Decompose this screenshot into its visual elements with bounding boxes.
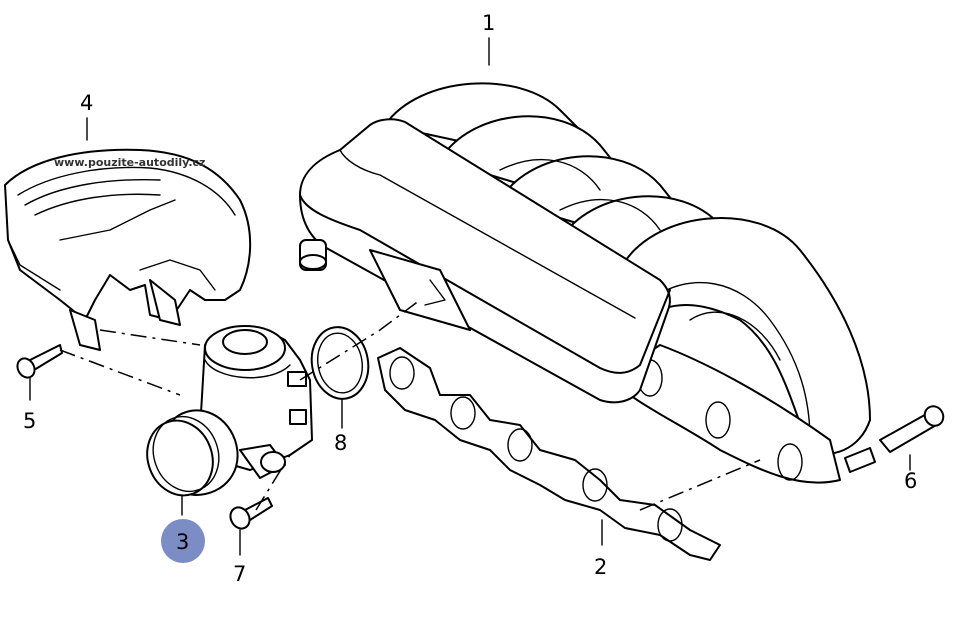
assembly-line-d: [255, 454, 291, 511]
intake-manifold: [299, 37, 871, 484]
bolt-7: [229, 497, 273, 556]
callout-7: 7: [233, 562, 246, 586]
highlight-marker: [161, 519, 205, 563]
callout-6: 6: [904, 469, 917, 493]
bolt-5: [16, 344, 63, 401]
assembly-line-c: [299, 299, 421, 381]
callout-8: 8: [334, 431, 347, 455]
watermark: www.pouzite-autodily.cz: [54, 156, 205, 169]
callout-3: 3: [176, 530, 189, 554]
egr-valve: [146, 325, 313, 516]
assembly-line-e: [639, 459, 761, 511]
o-ring-seal: [310, 326, 370, 429]
callout-5: 5: [23, 409, 36, 433]
bolt-6: [844, 405, 945, 473]
callout-1: 1: [482, 11, 495, 35]
manifold-gasket: [377, 347, 721, 561]
callout-2: 2: [594, 555, 607, 579]
callout-4: 4: [80, 91, 93, 115]
assembly-line-b: [99, 329, 201, 346]
heat-shield-cover: [4, 117, 252, 351]
assembly-line-a: [59, 349, 181, 396]
